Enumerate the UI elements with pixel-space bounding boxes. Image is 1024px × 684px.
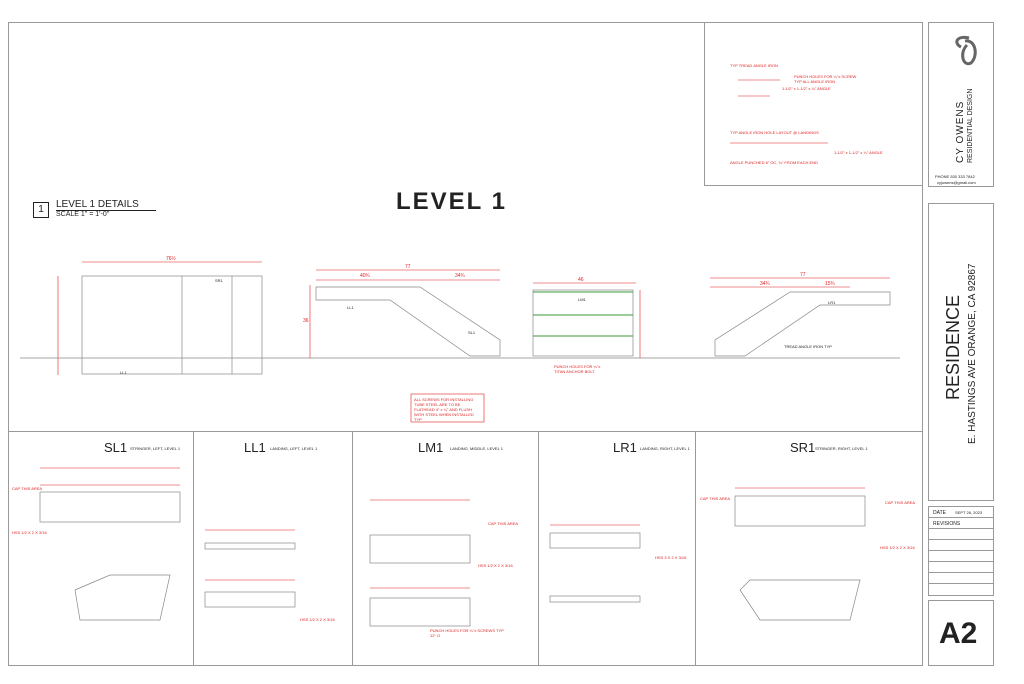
landing-angle: 1-1/2" x 1-1/2" x ¼" ANGLE: [834, 150, 883, 155]
firm-email: cyjowens@gmail.com: [937, 180, 976, 185]
label-sri-plan: SR1: [215, 278, 223, 283]
detail-number: 1: [33, 202, 49, 218]
dim-right-b: 15¾: [825, 281, 835, 287]
date-label: DATE: [933, 510, 946, 516]
panel-title-lm1: LM1: [418, 440, 444, 455]
panel-desc-lm1: LANDING, MIDDLE, LEVEL 1: [450, 446, 503, 451]
plan-drawing: [20, 79, 900, 627]
panel-desc-sr1: STRINGER, RIGHT, LEVEL 1: [815, 446, 868, 451]
note-hss-lr1: HSS 3 X 2 X 3/16: [655, 555, 687, 560]
panel-sr1: [695, 431, 923, 666]
project-block: RESIDENCE E. HASTINGS AVE ORANGE, CA 928…: [928, 203, 994, 501]
tread-angle: 1-1/2" x 1-1/2" x ¼" ANGLE: [782, 86, 831, 91]
typ-detail-box: [704, 22, 923, 186]
label-ll1: LL1: [120, 370, 127, 375]
label-ll1-elev: LL1: [347, 305, 354, 310]
panel-title-ll1: LL1: [244, 440, 266, 455]
panel-title-lr1: LR1: [613, 440, 637, 455]
panel-desc-sl1: STRINGER, LEFT, LEVEL 1: [130, 446, 181, 451]
firm-phone: PHONE 530 333 7842: [935, 174, 975, 179]
note-cap-area-sr1-right: CAP THIS AREA: [885, 500, 916, 505]
dim-width-plan: 76½: [166, 256, 176, 262]
dim-middle: 46: [578, 277, 584, 283]
panel-sl1: [8, 431, 194, 666]
note-hss-sr1: HSS 1/2 X 2 X 3/16: [880, 545, 915, 550]
note-cap-area-sl1: CAP THIS AREA: [12, 486, 43, 491]
dim-left-a: 40¾: [360, 273, 370, 279]
date-value: SEPT 26, 2023: [955, 510, 983, 515]
detail-scale: SCALE 1" = 1'-0": [56, 211, 110, 218]
note-tread-angle-iron: TREAD ANGLE IRON TYP: [784, 344, 832, 349]
project-address: E. HASTINGS AVE ORANGE, CA 92867: [967, 263, 978, 444]
landing-note: ANGLE PUNCHED 6" OC, ¾" FROM EACH END: [730, 160, 818, 165]
dim-left-b: 34¾: [455, 273, 465, 279]
sheet-title: LEVEL 1: [396, 188, 507, 215]
landing-title: TYP ANGLE IRON HOLE LAYOUT @ LANDINGS: [730, 130, 819, 135]
sheet-number-block: A2: [928, 600, 994, 666]
note-screws: ALL SCREWS FOR INSTALLING TUBE STEEL ARE…: [414, 397, 474, 422]
dim-overall-left: 77: [405, 264, 411, 270]
note-cap-area-sr1-left: CAP THIS AREA: [700, 496, 731, 501]
panel-desc-lr1: LANDING, RIGHT, LEVEL 1: [640, 446, 690, 451]
revisions-label: REVISIONS: [933, 521, 961, 527]
panel-title-sr1: SR1: [790, 440, 816, 455]
note-punch-anchor: PUNCH HOLES FOR ¼"x TITAN ANCHOR BOLT: [554, 364, 601, 374]
firm-subtitle: RESIDENTIAL DESIGN: [967, 88, 974, 163]
panel-desc-ll1: LANDING, LEFT, LEVEL 1: [270, 446, 318, 451]
panel-lm1: [352, 431, 539, 666]
label-sl1-elev: SL1: [468, 330, 476, 335]
dim-height: 36: [303, 318, 309, 324]
tread-note: PUNCH HOLES FOR ¼"x SCREW TYP ALL ANGLE …: [794, 74, 857, 84]
detail-title: LEVEL 1 DETAILS: [56, 199, 156, 211]
note-hss-ll1: HSS 1/2 X 2 X 3/16: [300, 617, 335, 622]
note-cap-area-lm1: CAP THIS AREA: [488, 521, 519, 526]
note-punch-screws: PUNCH HOLES FOR ¼"x SCREWS TYP 12" O: [430, 628, 504, 638]
firm-logo-icon: [955, 35, 977, 66]
firm-name: CY OWENS: [955, 100, 966, 163]
tread-title: TYP TREAD ANGLE IRON: [730, 63, 778, 68]
revisions-block: DATE SEPT 26, 2023 REVISIONS: [928, 506, 994, 596]
sheet-number: A2: [939, 617, 978, 650]
label-lr1-elev: LR1: [828, 300, 836, 305]
firm-block: CY OWENS RESIDENTIAL DESIGN PHONE 530 33…: [928, 22, 994, 187]
note-hss-lm1: HSS 1/2 X 2 X 3/16: [478, 563, 513, 568]
panel-title-sl1: SL1: [104, 440, 128, 455]
project-name: RESIDENCE: [943, 294, 963, 400]
dim-right-a: 34¾: [760, 281, 770, 287]
note-hss-sl1: HSS 1/2 X 2 X 3/16: [12, 530, 47, 535]
label-lm1-plan: LM1: [578, 297, 586, 302]
dim-overall-right: 77: [800, 272, 806, 278]
